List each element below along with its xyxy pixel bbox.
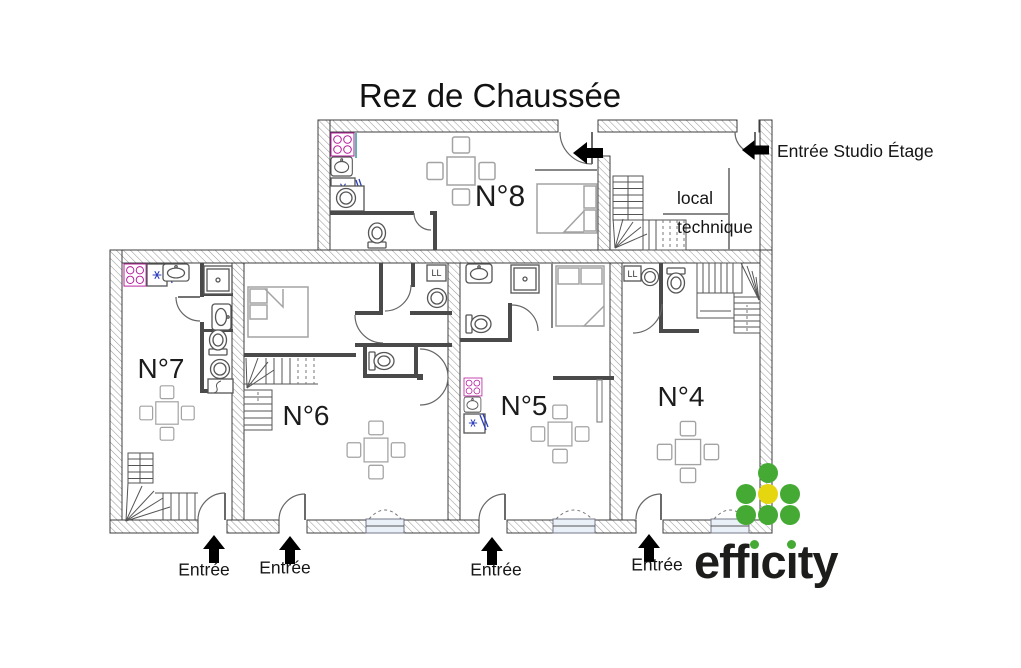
local-technique-label: local technique xyxy=(677,184,753,242)
unit-label-n8: N°8 xyxy=(474,180,526,213)
wc-n6 xyxy=(355,343,452,406)
entry-doors xyxy=(197,492,662,521)
unit-label-n4: N°4 xyxy=(657,381,705,412)
page-title: Rez de Chaussée xyxy=(358,77,622,114)
unit-label-n6: N°6 xyxy=(282,400,330,431)
stairs-lt-dashed xyxy=(662,220,685,250)
local-technique-room xyxy=(612,131,769,251)
bed-n5 xyxy=(555,265,605,327)
unit-n4-room: LL xyxy=(623,262,800,525)
washing-machine-icon xyxy=(640,267,660,287)
bed-n6 xyxy=(247,286,309,338)
bathroom-n7 xyxy=(175,263,234,394)
washing-machine-icon xyxy=(335,187,357,209)
local-technique-line1: local xyxy=(677,188,713,208)
unit-n5-room xyxy=(460,263,614,464)
entrance-label-n4: Entrée xyxy=(631,554,683,575)
entrance-label-n6: Entrée xyxy=(259,557,311,578)
entrance-label-n7: Entrée xyxy=(178,559,230,580)
stairs-n4 xyxy=(696,262,761,334)
toilet-icon xyxy=(368,351,395,371)
toilet-icon xyxy=(465,314,492,334)
table-n4 xyxy=(656,420,720,484)
stairs-lt xyxy=(612,175,687,251)
efficity-logo-mark xyxy=(736,463,800,525)
washing-machine-label: LL xyxy=(431,268,441,278)
kitchen-sink-icon xyxy=(463,396,482,413)
table-n6 xyxy=(346,420,406,480)
toilet-icon xyxy=(208,329,228,356)
washing-machine-icon xyxy=(209,358,231,380)
local-technique-line2: technique xyxy=(677,217,753,237)
stairs-n7 xyxy=(125,452,198,522)
shower-icon xyxy=(510,264,540,294)
unit-n7-room xyxy=(123,263,234,522)
closet-wall xyxy=(596,379,603,423)
stove-icon xyxy=(330,132,355,157)
unit-label-n5: N°5 xyxy=(500,390,548,421)
bath-sink-icon xyxy=(211,303,232,331)
bathroom-n8 xyxy=(330,211,437,250)
washing-machine-label: LL xyxy=(627,269,637,279)
unit-label-n7: N°7 xyxy=(137,353,185,384)
table-n7 xyxy=(139,385,195,441)
unit-n8-room xyxy=(329,131,603,250)
washing-machine-icon xyxy=(426,287,448,309)
kitchen-sink-icon xyxy=(162,263,190,282)
hallway-n6 xyxy=(354,263,415,344)
fridge-icon xyxy=(463,413,486,434)
partition-lt xyxy=(663,168,730,250)
stove-icon xyxy=(123,263,147,287)
bed-n8 xyxy=(536,183,598,234)
stairs-n6 xyxy=(243,357,318,431)
exterior-walls xyxy=(109,119,773,534)
unit-n6-room: LL xyxy=(243,263,452,480)
shower-icon xyxy=(203,265,233,295)
kitchen-sink-icon xyxy=(330,156,353,177)
entrance-label-n5: Entrée xyxy=(470,559,522,580)
efficity-wordmark: effıcıty xyxy=(694,535,839,588)
bath-sink-icon xyxy=(465,263,493,284)
studio-entrance-label: Entrée Studio Étage xyxy=(777,141,934,161)
stove-icon xyxy=(463,377,483,397)
toilet-icon xyxy=(666,267,686,294)
washer-label-box xyxy=(623,265,642,282)
washer-label-box xyxy=(426,264,447,282)
stairs-n6-dashed xyxy=(257,358,315,404)
snowflake-icon xyxy=(468,413,489,431)
toilet-icon xyxy=(367,222,387,249)
